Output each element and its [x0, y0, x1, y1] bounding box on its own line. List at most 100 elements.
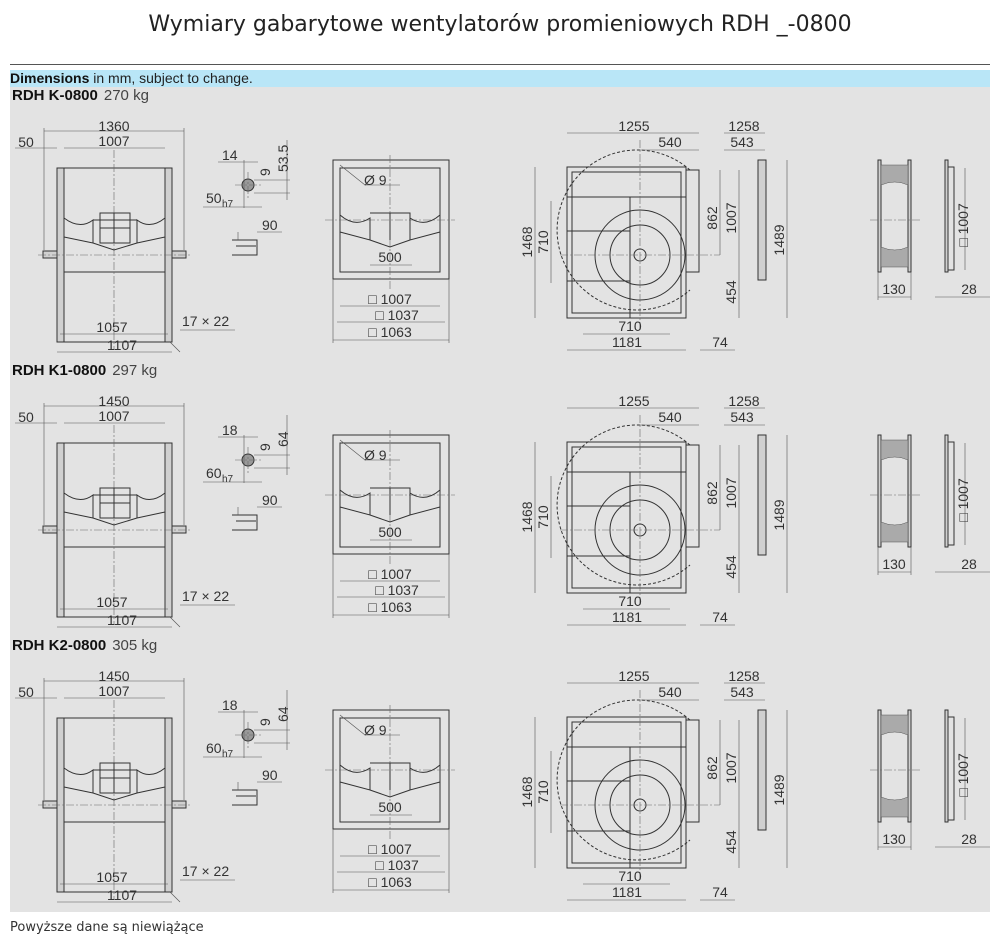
drawing-line: [571, 446, 682, 589]
dim-sq-1037: □ 1037: [375, 857, 419, 873]
dim-total-width: 1450: [98, 668, 129, 684]
dim-28: 28: [961, 556, 977, 572]
drawing-line: [947, 166, 955, 271]
dim-862: 862: [704, 756, 720, 780]
drawing-line: [339, 212, 441, 248]
dim-shaft-height: 64: [275, 431, 291, 447]
drawing-line: [169, 341, 181, 353]
dim-total-width: 1450: [98, 393, 129, 409]
dim-130: 130: [882, 281, 906, 297]
drawing-line: [907, 434, 912, 548]
dim-540: 540: [658, 684, 682, 700]
drawing-line: [171, 250, 187, 259]
dim-shaft-height: 64: [275, 706, 291, 722]
dim-543: 543: [730, 409, 754, 425]
drawing-line: 1360 50 1007 1057 1107 17 × 22 14 9 53.5…: [15, 118, 990, 353]
side-view: 1360 50 1007 1057 1107 17 × 22: [15, 118, 235, 353]
connector-views: 130 □ 1007 28: [870, 159, 990, 300]
dim-9: 9: [257, 718, 273, 726]
dim-1007-v: 1007: [723, 202, 739, 233]
drawing-line: [556, 424, 691, 586]
drawing-line: 1450 50 1007 1057 1107 17 × 22 18 9 64 6…: [15, 668, 990, 903]
front-view: 1255 540 1258 543 1468 710 862 1007 1489…: [519, 393, 788, 626]
dim-500: 500: [378, 249, 402, 265]
drawing-line: [880, 164, 909, 268]
dim-454: 454: [723, 555, 739, 579]
dim-28: 28: [961, 831, 977, 847]
dim-1258: 1258: [728, 668, 759, 684]
drawing-line: [169, 616, 181, 628]
drawing-line: [757, 434, 767, 556]
dim-540: 540: [658, 134, 682, 150]
drawing-line: [685, 719, 700, 823]
dim-1107: 1107: [107, 337, 137, 353]
dim-sq-1007: □ 1007: [368, 841, 412, 857]
flange-view: Ø 9 500 □ 1007 □ 1037 □ 1063: [325, 705, 455, 893]
dim-1489: 1489: [771, 224, 787, 255]
dim-500: 500: [378, 524, 402, 540]
dim-710-h: 710: [618, 593, 642, 609]
dim-1255: 1255: [618, 393, 649, 409]
drawing-line: [332, 159, 450, 280]
dim-1181: 1181: [612, 334, 642, 350]
drawing-line: [232, 789, 258, 806]
dim-710-h: 710: [618, 318, 642, 334]
dim-710-h: 710: [618, 868, 642, 884]
drawing-line: [232, 514, 258, 531]
drawing-line: [63, 487, 166, 526]
dim-710-v: 710: [535, 230, 551, 254]
dim-sq-1063: □ 1063: [368, 324, 412, 340]
dim-sq-1007: □ 1007: [368, 566, 412, 582]
drawing-line: [332, 709, 450, 830]
flange-view: Ø 9 500 □ 1007 □ 1037 □ 1063: [325, 430, 455, 618]
dim-9: 9: [257, 168, 273, 176]
dim-tolerance: h7: [222, 199, 234, 210]
dim-1489: 1489: [771, 774, 787, 805]
drawing-line: [332, 434, 450, 555]
dim-tolerance: h7: [222, 749, 234, 760]
drawing-line: [571, 171, 682, 314]
drawing-line: [907, 709, 912, 823]
dim-74: 74: [712, 609, 728, 625]
dim-9: 9: [257, 443, 273, 451]
dim-hole-d: Ø 9: [364, 722, 387, 738]
dim-sq-1007-v: □ 1007: [955, 203, 971, 247]
drawing-line: [63, 762, 166, 801]
drawing-line: [171, 800, 187, 809]
drawing-line: [947, 716, 955, 821]
technical-drawing: 1450 50 1007 1057 1107 17 × 22 18 9 64 6…: [15, 393, 990, 628]
drawing-line: [566, 166, 687, 319]
dim-key: 18: [222, 697, 238, 713]
model-weight: 297 kg: [112, 362, 158, 379]
dim-862: 862: [704, 481, 720, 505]
dim-hole-d: Ø 9: [364, 447, 387, 463]
divider: [10, 64, 990, 65]
dim-hole: 17 × 22: [182, 863, 229, 879]
dim-90: 90: [262, 217, 278, 233]
dim-74: 74: [712, 884, 728, 900]
dim-28: 28: [961, 281, 977, 297]
model-weight: 305 kg: [112, 637, 158, 654]
dim-tolerance: h7: [222, 474, 234, 485]
dim-1181: 1181: [612, 884, 642, 900]
dim-shaft-d: 50: [206, 190, 222, 206]
model-name: RDH K2-0800: [12, 637, 107, 654]
dim-sq-1007-v: □ 1007: [955, 753, 971, 797]
fan-dimension-panel: RDH K2-0800 305 kg 1450 50 1007 1057 1107…: [10, 637, 990, 912]
dim-1468: 1468: [519, 226, 535, 257]
dim-hole-d: Ø 9: [364, 172, 387, 188]
dim-50: 50: [18, 134, 34, 150]
drawing-line: [907, 159, 912, 273]
drawing-line: [877, 434, 882, 548]
drawing-line: [685, 444, 700, 548]
drawing-line: [42, 525, 58, 534]
dim-1057: 1057: [96, 594, 127, 610]
dim-key: 14: [222, 147, 238, 163]
dim-key: 18: [222, 422, 238, 438]
dim-454: 454: [723, 830, 739, 854]
